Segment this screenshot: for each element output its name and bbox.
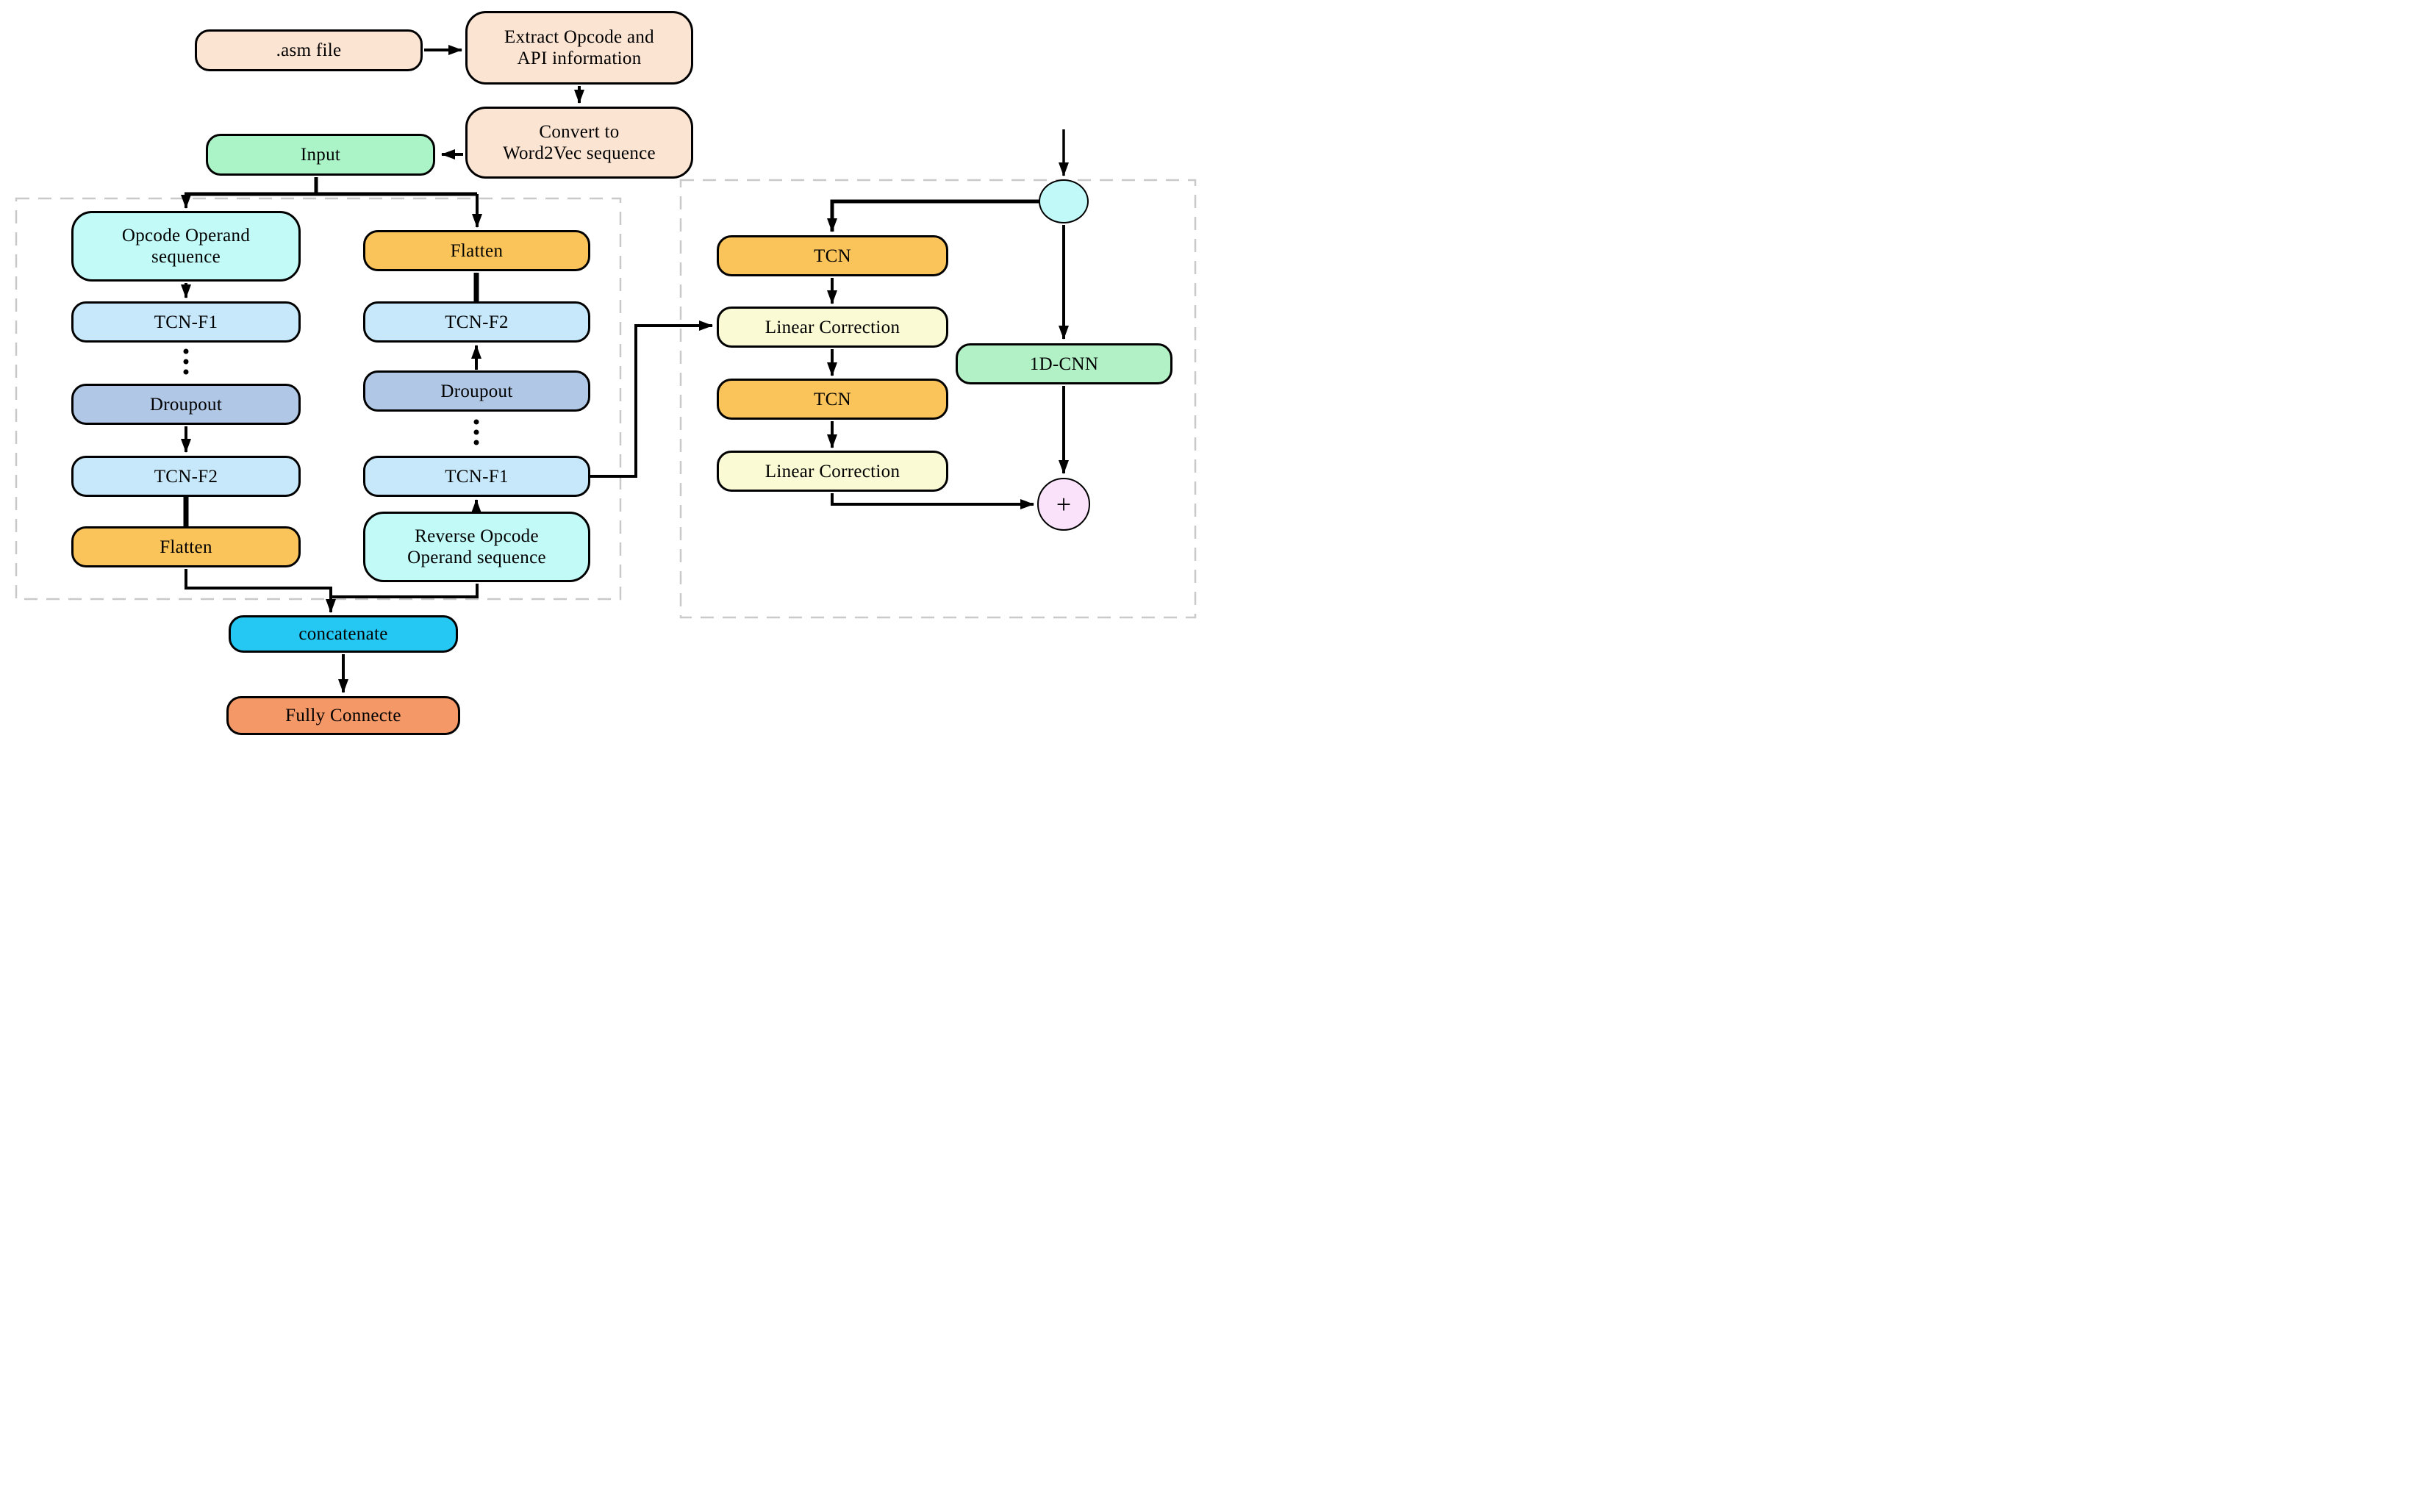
node-tcn-f1-left: TCN-F1 <box>71 301 301 343</box>
node-extract-opcode-api: Extract Opcode and API information <box>465 11 693 85</box>
arrow-split-to-tcn-top <box>827 199 1039 232</box>
node-input: Input <box>206 134 435 176</box>
arrow-flatten-left-to-concatenate <box>185 569 336 613</box>
node-fully-connected: Fully Connecte <box>226 696 460 735</box>
node-dropout-left: Droupout <box>71 384 301 425</box>
wires-layer <box>15 45 1197 693</box>
node-tcn-top: TCN <box>717 235 948 276</box>
left-dashed-panel <box>15 197 622 601</box>
node-convert-word2vec: Convert to Word2Vec sequence <box>465 107 693 179</box>
node-asm-file: .asm file <box>195 29 423 71</box>
node-reverse-opcode-operand-sequence: Reverse Opcode Operand sequence <box>363 512 590 582</box>
node-concatenate: concatenate <box>229 615 458 653</box>
line-reverse-to-concatenate <box>332 584 479 598</box>
node-tcn-f1-middle: TCN-F1 <box>363 456 590 497</box>
node-flatten-middle: Flatten <box>363 230 590 271</box>
sum-node: + <box>1037 478 1090 531</box>
node-tcn-f2-middle: TCN-F2 <box>363 301 590 343</box>
node-1d-cnn: 1D-CNN <box>956 343 1172 384</box>
node-linear-correction-2: Linear Correction <box>717 451 948 492</box>
arrow-tcnf1-to-linear-correction <box>590 320 713 478</box>
right-dashed-panel <box>679 179 1197 619</box>
node-linear-correction-1: Linear Correction <box>717 307 948 348</box>
node-flatten-left: Flatten <box>71 526 301 567</box>
arrow-linear2-to-sum <box>831 493 1034 509</box>
node-opcode-operand-sequence: Opcode Operand sequence <box>71 211 301 282</box>
split-node-ellipse <box>1039 179 1089 223</box>
node-dropout-middle: Droupout <box>363 370 590 412</box>
node-tcn-f2-left: TCN-F2 <box>71 456 301 497</box>
ellipsis-dots-left <box>183 348 189 375</box>
ellipsis-dots-middle <box>473 419 479 445</box>
architecture-diagram: .asm file Extract Opcode and API informa… <box>0 0 1208 756</box>
node-tcn-bottom: TCN <box>717 379 948 420</box>
